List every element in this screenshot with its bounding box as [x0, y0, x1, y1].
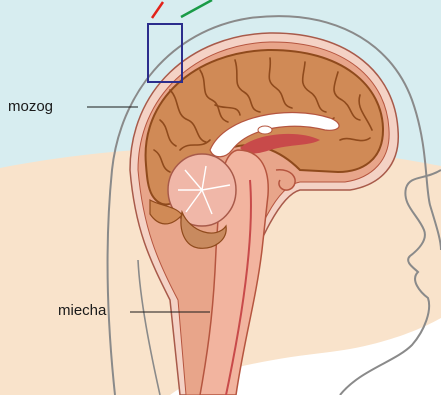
- label-brain: mozog: [8, 98, 53, 115]
- label-spinal-cord: miecha: [58, 302, 106, 319]
- fornix: [258, 126, 272, 134]
